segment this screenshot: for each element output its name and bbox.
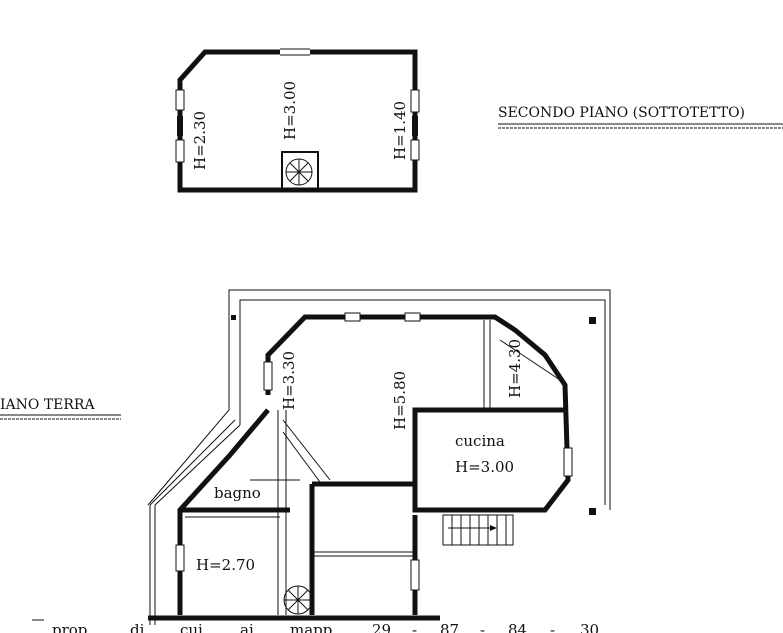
footer-dash-3: - [550,621,555,633]
ground-floor-plan: H=3.30 H=5.80 H=4.30 cucina H=3.00 bagno… [147,289,611,625]
ground-floor-title: IANO TERRA [0,397,95,413]
footer-num-29: 29 [372,621,391,633]
height-label-1-40: H=1.40 [391,101,409,160]
window-right-top [410,89,420,113]
height-label-2-70: H=2.70 [196,556,255,574]
footer-text: prop. di cui ai mapp. 29 - 87 - 84 - 30 [32,619,599,633]
site-boundary [147,289,611,510]
footer-dash-2: - [480,621,485,633]
footer-word-mapp: mapp. [290,621,337,633]
footer-word-prop: prop. [52,621,92,633]
second-floor-walls [177,49,418,193]
height-label-cucina: H=3.00 [455,458,514,476]
footer-num-30: 30 [580,621,599,633]
footer-word-ai: ai [240,621,254,633]
height-label-3-00-upper: H=3.00 [281,81,299,140]
height-label-3-30: H=3.30 [280,351,298,410]
footer-word-cui: cui [180,621,203,633]
room-label-cucina: cucina [455,432,505,450]
ground-floor-main-walls [265,314,571,513]
second-floor-title: SECONDO PIANO (SOTTOTETTO) [498,105,745,121]
room-label-bagno: bagno [214,484,261,502]
entrance-steps [442,514,514,546]
second-floor-plan: H=2.30 H=3.00 H=1.40 [175,48,420,193]
footer-dash-1: - [412,621,417,633]
footer-num-87: 87 [440,621,459,633]
window-left-bottom [175,139,185,163]
footer-word-di: di [130,621,145,633]
height-label-2-30: H=2.30 [191,111,209,170]
height-label-5-80: H=5.80 [391,371,409,430]
window-left-top [175,89,185,111]
height-label-4-30: H=4.30 [506,339,524,398]
window-right-bottom [410,139,420,161]
footer-num-84: 84 [508,621,527,633]
